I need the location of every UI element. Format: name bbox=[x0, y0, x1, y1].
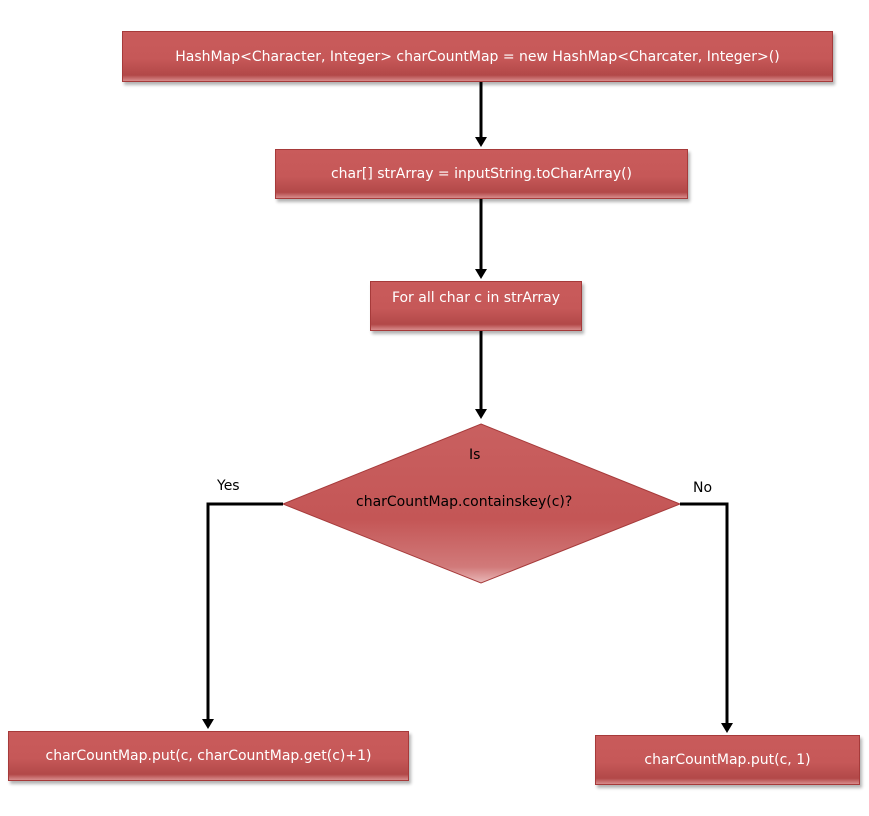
decision-label-is: Is bbox=[469, 447, 481, 463]
arrowhead-no-branch bbox=[721, 723, 733, 733]
node-put-one: charCountMap.put(c, 1) bbox=[595, 735, 860, 785]
node-put-one-label: charCountMap.put(c, 1) bbox=[644, 752, 811, 768]
edge-no-branch bbox=[680, 502, 729, 726]
node-increment-count: charCountMap.put(c, charCountMap.get(c)+… bbox=[8, 731, 409, 781]
node-increment-count-label: charCountMap.put(c, charCountMap.get(c)+… bbox=[45, 748, 372, 764]
decision-label-question: charCountMap.containskey(c)? bbox=[356, 494, 573, 510]
decision-diamond bbox=[281, 423, 682, 584]
no-label: No bbox=[693, 480, 713, 496]
arrowhead-yes-branch bbox=[202, 719, 214, 729]
node-init-map: HashMap<Character, Integer> charCountMap… bbox=[122, 31, 833, 82]
yes-label: Yes bbox=[217, 478, 240, 494]
node-loop-label: For all char c in strArray bbox=[391, 290, 561, 306]
arrowhead-init-to-array bbox=[475, 137, 487, 147]
node-to-char-array-label: char[] strArray = inputString.toCharArra… bbox=[330, 166, 633, 182]
node-loop: For all char c in strArray bbox=[370, 281, 582, 331]
node-init-map-label: HashMap<Character, Integer> charCountMap… bbox=[175, 48, 780, 65]
edge-yes-branch bbox=[206, 502, 283, 722]
arrowhead-loop-to-decision bbox=[475, 409, 487, 419]
arrowhead-array-to-loop bbox=[475, 269, 487, 279]
node-to-char-array: char[] strArray = inputString.toCharArra… bbox=[275, 149, 688, 199]
